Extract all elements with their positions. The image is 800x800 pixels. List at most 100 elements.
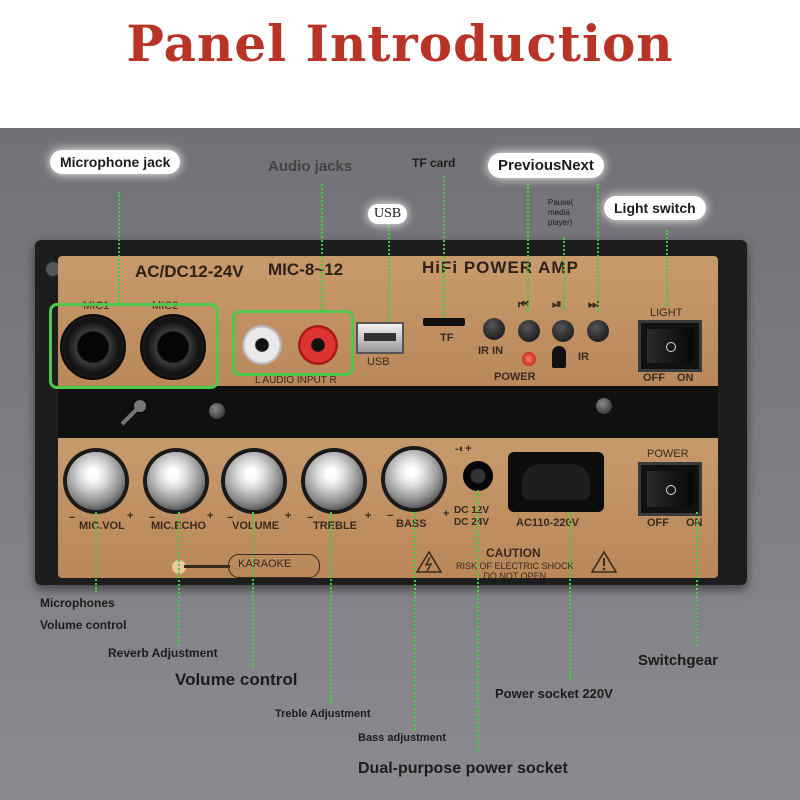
next-icon: ⏭	[588, 297, 599, 311]
ir-label: IR	[578, 351, 589, 363]
treble-knob[interactable]	[305, 452, 363, 510]
knob-label-mic-vol: MIC.VOL	[79, 520, 125, 532]
mic1-jack[interactable]	[60, 314, 126, 380]
play-pause-button[interactable]	[552, 320, 574, 342]
next-button[interactable]	[587, 320, 609, 342]
leader-line	[696, 512, 700, 646]
leader-line	[95, 512, 99, 592]
mic2-jack[interactable]	[140, 314, 206, 380]
callout-previous-next: PreviousNext	[488, 153, 604, 178]
callout-treble: Treble Adjustment	[275, 708, 371, 720]
light-on-label: ON	[677, 372, 694, 384]
audio-input-right-jack[interactable]	[298, 325, 338, 365]
callout-reverb: Reverb Adjustment	[108, 646, 218, 660]
black-strip	[58, 386, 718, 438]
knob-minus-mark: −	[387, 510, 394, 522]
warning-exclamation-icon	[591, 550, 617, 573]
caution-label: CAUTION	[486, 546, 541, 560]
mic-range-label: MIC-8~12	[268, 260, 344, 279]
power-on-label: ON	[686, 517, 703, 529]
knob-label-bass: BASS	[396, 518, 427, 530]
knob-plus-mark: +	[365, 510, 372, 522]
ir-in-label: IR IN	[478, 345, 504, 357]
ir-window	[552, 346, 566, 368]
leader-line	[414, 512, 418, 730]
mic-echo-knob[interactable]	[147, 452, 205, 510]
knob-plus-mark: +	[207, 510, 214, 522]
tf-panel-label: TF	[440, 332, 454, 344]
power-off-label: OFF	[647, 517, 669, 529]
power-led	[522, 352, 536, 366]
knob-plus-mark: +	[127, 510, 134, 522]
power-switch[interactable]	[638, 462, 702, 516]
karaoke-badge	[228, 554, 320, 578]
callout-switchgear: Switchgear	[638, 652, 719, 669]
leader-line	[477, 490, 481, 752]
page-title: Panel Introduction	[126, 14, 674, 73]
power-switch-label: POWER	[647, 448, 689, 460]
usb-panel-label: USB	[367, 356, 390, 368]
warning-lightning-icon	[416, 550, 442, 573]
dc-voltage-label: DC 12V DC 24V	[454, 505, 490, 528]
leader-line	[666, 230, 670, 306]
light-off-label: OFF	[643, 372, 665, 384]
karaoke-mic-handle-icon	[184, 565, 230, 568]
callout-microphone-jack: Microphone jack	[50, 150, 181, 174]
leader-line	[118, 192, 122, 304]
title-banner: Panel Introduction	[0, 0, 800, 128]
callout-dual-power: Dual-purpose power socket	[358, 760, 568, 777]
brand-label: HiFi POWER AMP	[422, 258, 579, 277]
bass-knob[interactable]	[385, 450, 443, 508]
audio-jack-highlight	[232, 310, 354, 376]
mic-jack-highlight	[49, 303, 219, 389]
screw	[596, 398, 612, 414]
leader-line	[563, 238, 567, 310]
audio-input-left-jack[interactable]	[242, 325, 282, 365]
light-switch[interactable]	[638, 320, 702, 372]
knob-minus-mark: −	[69, 512, 76, 524]
knob-plus-mark: +	[443, 508, 450, 520]
callout-power-220: Power socket 220V	[495, 686, 613, 701]
leader-line	[569, 512, 573, 680]
dc-polarity-symbol: -◐+	[455, 443, 472, 455]
ac-voltage-label: AC110-220V	[516, 517, 579, 529]
previous-button[interactable]	[518, 320, 540, 342]
leader-line	[388, 226, 392, 322]
knob-plus-mark: +	[285, 510, 292, 522]
knob-minus-mark: −	[227, 512, 234, 524]
leader-line	[443, 176, 447, 318]
voltage-label: AC/DC12-24V	[135, 262, 244, 281]
knob-label-treble: TREBLE	[313, 520, 357, 532]
audio-input-label: L AUDIO INPUT R	[255, 375, 337, 386]
leader-line	[330, 512, 334, 704]
leader-line	[321, 184, 325, 310]
ir-in-receiver	[483, 318, 505, 340]
callout-mic-volume: Microphones Volume control	[40, 596, 127, 632]
callout-usb: USB	[368, 204, 408, 224]
screw	[209, 403, 225, 419]
caution-subtext: RISK OF ELECTRIC SHOCK DO NOT OPEN	[456, 561, 574, 581]
karaoke-label: KARAOKE	[238, 558, 292, 570]
previous-icon: ⏮	[518, 297, 529, 311]
callout-light-switch: Light switch	[604, 196, 706, 220]
ac-power-socket[interactable]	[508, 452, 604, 512]
volume-knob[interactable]	[225, 452, 283, 510]
leader-line	[597, 184, 601, 312]
leader-line	[178, 512, 182, 646]
callout-bass: Bass adjustment	[358, 732, 447, 744]
callout-volume: Volume control	[175, 670, 298, 689]
knob-minus-mark: −	[307, 512, 314, 524]
tf-card-slot[interactable]	[423, 318, 465, 326]
knob-label-volume: VOLUME	[232, 520, 280, 532]
leader-line	[252, 512, 256, 668]
power-led-label: POWER	[494, 371, 536, 383]
leader-line	[527, 184, 531, 312]
mic-volume-knob[interactable]	[67, 452, 125, 510]
callout-pause: Pause( media player)	[548, 198, 574, 227]
usb-port[interactable]	[356, 322, 404, 354]
microphone-icon	[120, 400, 146, 426]
callout-audio-jacks: Audio jacks	[268, 158, 353, 175]
dc-power-socket[interactable]	[463, 461, 493, 491]
play-pause-icon: ⏯	[552, 297, 562, 311]
